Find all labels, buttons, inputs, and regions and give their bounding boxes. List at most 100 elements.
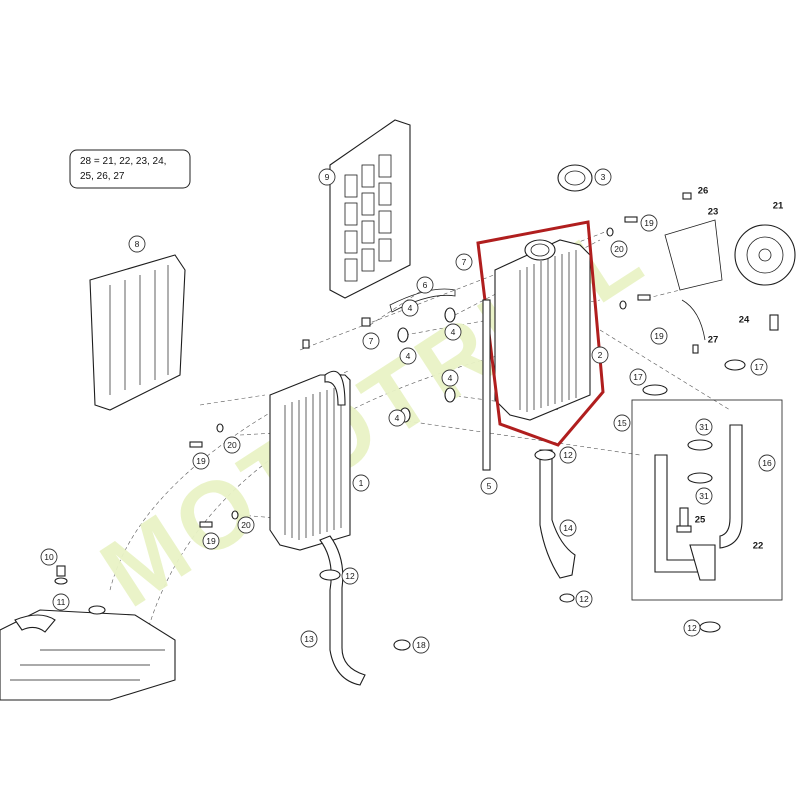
callout-label: 13 — [304, 634, 314, 644]
callout-label: 24 — [739, 315, 750, 326]
callout-label: 18 — [416, 640, 426, 650]
callout-circle — [192, 452, 210, 470]
callout-13: 13 — [300, 630, 318, 648]
callout-label: 12 — [345, 571, 355, 581]
grommets — [397, 307, 456, 423]
callout-circle — [388, 409, 406, 427]
callout-25: 25 — [695, 515, 706, 526]
callout-15: 15 — [613, 414, 631, 432]
callout-label: 12 — [563, 450, 573, 460]
callout-label: 7 — [369, 336, 374, 346]
callout-label: 6 — [423, 280, 428, 290]
callout-label: 9 — [325, 172, 330, 182]
callout-label: 4 — [395, 413, 400, 423]
hose-detail-inset — [631, 399, 783, 601]
legend-line-2: 25, 26, 27 — [80, 171, 125, 182]
callout-label: 4 — [406, 351, 411, 361]
callout-3: 3 — [594, 168, 612, 186]
callout-label: 19 — [196, 456, 206, 466]
callout-circle — [629, 368, 647, 386]
bolts-and-washers — [189, 192, 692, 528]
callout-label: 17 — [633, 372, 643, 382]
callout-circle — [683, 619, 701, 637]
callout-label: 25 — [695, 515, 706, 526]
callout-10: 10 — [40, 548, 58, 566]
callout-circle — [591, 346, 609, 364]
guard-slots-upper — [344, 154, 392, 282]
callout-19: 19 — [640, 214, 658, 232]
callout-5: 5 — [480, 477, 498, 495]
callout-27: 27 — [708, 335, 719, 346]
callout-circle — [401, 299, 419, 317]
mounting-rod — [482, 299, 491, 471]
callout-circle — [441, 369, 459, 387]
callout-circle — [352, 474, 370, 492]
callout-label: 31 — [699, 422, 709, 432]
callout-4: 4 — [388, 409, 406, 427]
part-callouts: 1234444456778910111212121213141516171718… — [40, 168, 784, 654]
engine-cylinder-head — [0, 605, 176, 701]
callout-circle — [300, 630, 318, 648]
radiator-left — [269, 370, 351, 551]
callout-circle — [412, 636, 430, 654]
callout-12: 12 — [341, 567, 359, 585]
callout-circle — [341, 567, 359, 585]
callout-1: 1 — [352, 474, 370, 492]
callout-8: 8 — [128, 235, 146, 253]
callout-label: 10 — [44, 552, 54, 562]
radiator-right-fins — [519, 250, 577, 412]
callout-circle — [750, 358, 768, 376]
callout-label: 20 — [241, 520, 251, 530]
callout-19: 19 — [202, 532, 220, 550]
callout-circle — [480, 477, 498, 495]
callout-12: 12 — [575, 590, 593, 608]
callout-7: 7 — [455, 253, 473, 271]
legend-line-1: 28 = 21, 22, 23, 24, — [80, 156, 166, 167]
callout-18: 18 — [412, 636, 430, 654]
callout-17: 17 — [750, 358, 768, 376]
callout-label: 16 — [762, 458, 772, 468]
callout-label: 20 — [227, 440, 237, 450]
radiator-left-fins — [284, 386, 342, 540]
hoses — [319, 424, 743, 686]
callout-23: 23 — [708, 207, 719, 218]
callout-label: 11 — [57, 597, 66, 607]
callout-17: 17 — [629, 368, 647, 386]
callout-11: 11 — [52, 593, 70, 611]
callout-circle — [399, 347, 417, 365]
callout-label: 7 — [462, 257, 467, 267]
callout-label: 4 — [451, 327, 456, 337]
callout-circle — [610, 240, 628, 258]
callout-label: 12 — [687, 623, 697, 633]
callout-20: 20 — [610, 240, 628, 258]
callout-label: 2 — [598, 350, 603, 360]
callout-16: 16 — [758, 454, 776, 472]
hose-clamps — [319, 359, 746, 651]
callout-label: 23 — [708, 207, 719, 218]
callout-label: 31 — [699, 491, 709, 501]
drain-bolt — [54, 565, 68, 585]
callout-circle — [40, 548, 58, 566]
callout-label: 14 — [563, 523, 573, 533]
callout-14: 14 — [559, 519, 577, 537]
callout-19: 19 — [650, 327, 668, 345]
callout-circle — [455, 253, 473, 271]
callout-circle — [202, 532, 220, 550]
callout-label: 21 — [773, 201, 784, 212]
callout-circle — [318, 168, 336, 186]
callout-label: 12 — [579, 594, 589, 604]
callout-4: 4 — [399, 347, 417, 365]
callout-circle — [559, 446, 577, 464]
callout-21: 21 — [773, 201, 784, 212]
callout-4: 4 — [444, 323, 462, 341]
callout-circle — [695, 487, 713, 505]
radiator-cap — [557, 164, 593, 192]
callout-circle — [613, 414, 631, 432]
callout-circle — [362, 332, 380, 350]
callout-20: 20 — [223, 436, 241, 454]
callout-31: 31 — [695, 487, 713, 505]
callout-4: 4 — [401, 299, 419, 317]
callout-26: 26 — [698, 186, 709, 197]
callout-circle — [223, 436, 241, 454]
radiator-guard-upper — [329, 119, 411, 299]
